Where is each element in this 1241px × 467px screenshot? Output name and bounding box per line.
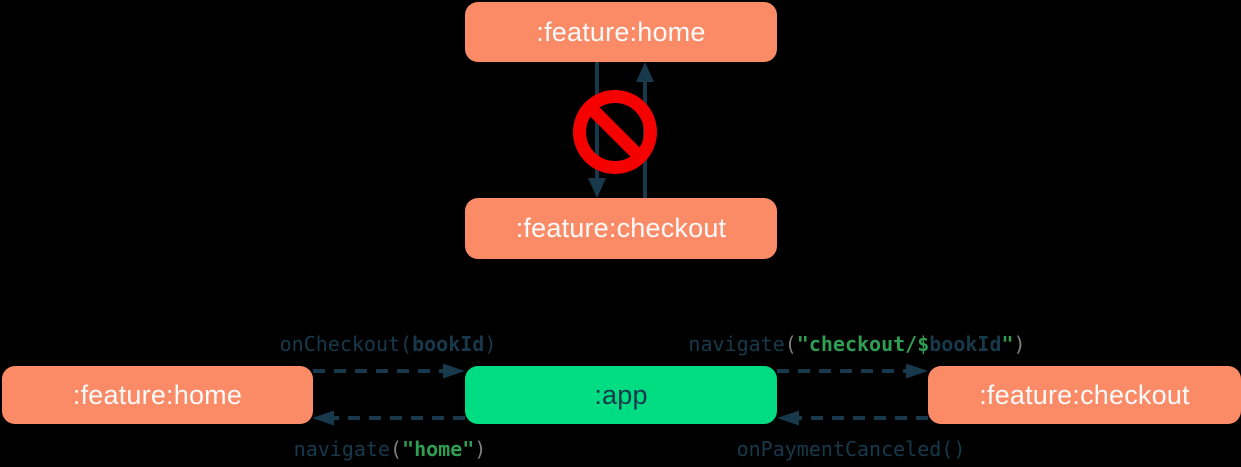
- node-feature-checkout-top: :feature:checkout: [465, 198, 777, 259]
- arrow-app-to-checkout: [777, 363, 928, 379]
- arg-name: bookId: [412, 332, 485, 356]
- paren: (): [941, 437, 966, 461]
- label-navigate-checkout: navigate("checkout/$bookId"): [688, 332, 1025, 356]
- node-feature-checkout-top-label: :feature:checkout: [515, 213, 727, 243]
- no-entry-icon: [573, 90, 657, 174]
- fn-name: onCheckout: [279, 332, 401, 356]
- node-feature-home-top: :feature:home: [465, 2, 777, 62]
- label-onpaymentcanceled: onPaymentCanceled(): [737, 437, 966, 461]
- node-app: :app: [465, 366, 777, 424]
- node-feature-home: :feature:home: [2, 366, 313, 424]
- node-feature-checkout-label: :feature:checkout: [979, 379, 1190, 410]
- label-navigate-home: navigate("home"): [294, 437, 487, 461]
- node-app-label: :app: [594, 379, 648, 410]
- string-literal: ": [1001, 332, 1014, 356]
- arrow-checkout-to-app: [777, 410, 928, 426]
- paren: (: [389, 437, 403, 461]
- arrow-home-to-app: [313, 363, 465, 379]
- paren: ): [484, 332, 497, 356]
- string-literal: "home": [402, 437, 475, 461]
- node-feature-checkout: :feature:checkout: [928, 366, 1241, 424]
- node-feature-home-label: :feature:home: [72, 379, 243, 410]
- paren: (: [400, 332, 413, 356]
- string-literal: "checkout/: [796, 332, 918, 356]
- var-name: bookId: [929, 332, 1002, 356]
- label-oncheckout: onCheckout(bookId): [280, 332, 497, 356]
- dollar-sign: $: [917, 332, 930, 356]
- fn-name: navigate: [688, 332, 785, 356]
- paren: ): [1013, 332, 1026, 356]
- paren: ): [474, 437, 487, 461]
- arrow-app-to-home: [312, 410, 465, 426]
- node-feature-home-top-label: :feature:home: [536, 16, 706, 47]
- paren: (: [784, 332, 797, 356]
- fn-name: onPaymentCanceled: [736, 437, 942, 461]
- fn-name: navigate: [293, 437, 390, 461]
